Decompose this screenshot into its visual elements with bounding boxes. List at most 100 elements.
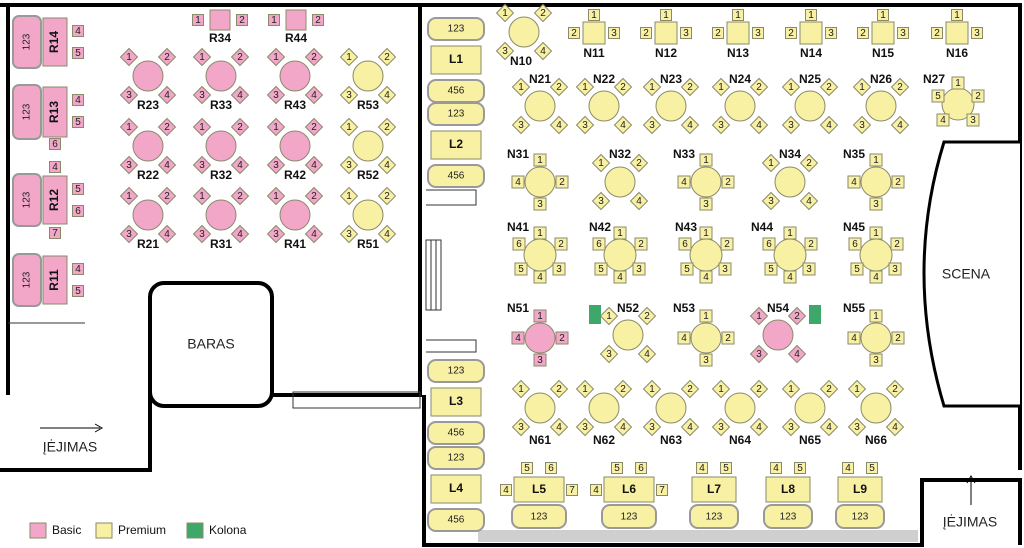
table-r43-chair-1[interactable]: 1: [266, 47, 286, 67]
table-n43-chair-1[interactable]: 1: [699, 226, 713, 240]
table-n51-chair-3[interactable]: 3: [533, 353, 547, 367]
table-n54-chair-4[interactable]: 4: [787, 344, 807, 364]
table-r43-chair-2[interactable]: 2: [304, 47, 324, 67]
table-r22-chair-2[interactable]: 2: [157, 117, 177, 137]
entrance-left[interactable]: ĮĖJIMAS: [40, 423, 104, 455]
table-n41-chair-6[interactable]: 6: [512, 237, 526, 251]
table-n55-chair-4[interactable]: 4: [847, 331, 861, 345]
booth-r14-chair-4[interactable]: 4: [72, 25, 84, 38]
table-n26-chair-2[interactable]: 2: [890, 77, 910, 97]
booth-l9-chair-5[interactable]: 5: [866, 462, 878, 475]
table-r41-chair-2[interactable]: 2: [304, 186, 324, 206]
table-n64-chair-2[interactable]: 2: [749, 379, 769, 399]
table-r31-chair-3[interactable]: 3: [192, 224, 212, 244]
booth-r12-chair-7[interactable]: 7: [49, 227, 61, 240]
table-n41-chair-2[interactable]: 2: [554, 237, 568, 251]
table-n61-chair-1[interactable]: 1: [511, 379, 531, 399]
table-r32-chair-1[interactable]: 1: [192, 117, 212, 137]
table-n45-chair-5[interactable]: 5: [850, 262, 864, 276]
booth-l5-chair-7[interactable]: 7: [566, 484, 578, 497]
table-n55-chair-3[interactable]: 3: [869, 353, 883, 367]
table-r53-chair-2[interactable]: 2: [377, 47, 397, 67]
table-n25-chair-2[interactable]: 2: [819, 77, 839, 97]
table-n22-chair-2[interactable]: 2: [613, 77, 633, 97]
table-n42-chair-3[interactable]: 3: [632, 262, 646, 276]
table-r23-chair-1[interactable]: 1: [119, 47, 139, 67]
table-n26-chair-3[interactable]: 3: [852, 115, 872, 135]
table-n22-chair-3[interactable]: 3: [575, 115, 595, 135]
table-r32-chair-2[interactable]: 2: [230, 117, 250, 137]
table-r31-chair-1[interactable]: 1: [192, 186, 212, 206]
table-r41-chair-1[interactable]: 1: [266, 186, 286, 206]
table-n31-chair-1[interactable]: 1: [533, 153, 547, 167]
table-n63-chair-1[interactable]: 1: [642, 379, 662, 399]
table-n41-chair-1[interactable]: 1: [533, 226, 547, 240]
table-n43-chair-4[interactable]: 4: [699, 270, 713, 284]
table-n52-chair-4[interactable]: 4: [637, 344, 657, 364]
booth-l7-chair-4[interactable]: 4: [696, 462, 708, 475]
table-n45-chair-6[interactable]: 6: [848, 237, 862, 251]
table-n13-chair-3[interactable]: 3: [752, 27, 764, 40]
table-n15-chair-1[interactable]: 1: [877, 9, 889, 22]
table-n31-chair-4[interactable]: 4: [511, 175, 525, 189]
table-n45-chair-4[interactable]: 4: [869, 270, 883, 284]
table-n11-chair-3[interactable]: 3: [608, 27, 620, 40]
table-n61-chair-3[interactable]: 3: [511, 417, 531, 437]
table-n33-chair-1[interactable]: 1: [699, 153, 713, 167]
table-r41-chair-3[interactable]: 3: [266, 224, 286, 244]
table-n45-chair-2[interactable]: 2: [890, 237, 904, 251]
table-n44-chair-3[interactable]: 3: [802, 262, 816, 276]
table-r33-chair-1[interactable]: 1: [192, 47, 212, 67]
table-r52-chair-2[interactable]: 2: [377, 117, 397, 137]
table-n66-chair-4[interactable]: 4: [885, 417, 905, 437]
booth-l5-chair-4[interactable]: 4: [500, 484, 512, 497]
table-n24-chair-3[interactable]: 3: [711, 115, 731, 135]
table-n62-chair-1[interactable]: 1: [575, 379, 595, 399]
table-n33-chair-3[interactable]: 3: [699, 197, 713, 211]
table-n34-chair-2[interactable]: 2: [799, 153, 819, 173]
table-n33-chair-2[interactable]: 2: [721, 175, 735, 189]
table-n44-chair-4[interactable]: 4: [783, 270, 797, 284]
table-r53-chair-3[interactable]: 3: [339, 85, 359, 105]
table-n65-chair-1[interactable]: 1: [781, 379, 801, 399]
table-n31-chair-3[interactable]: 3: [533, 197, 547, 211]
table-n53-chair-3[interactable]: 3: [699, 353, 713, 367]
table-n52-chair-2[interactable]: 2: [637, 306, 657, 326]
table-n53-chair-4[interactable]: 4: [677, 331, 691, 345]
table-n26-chair-4[interactable]: 4: [890, 115, 910, 135]
table-r32-chair-4[interactable]: 4: [230, 155, 250, 175]
table-n41-chair-4[interactable]: 4: [533, 270, 547, 284]
table-n34-chair-4[interactable]: 4: [799, 191, 819, 211]
table-n66-chair-2[interactable]: 2: [885, 379, 905, 399]
table-n12-chair-2[interactable]: 2: [640, 27, 652, 40]
table-r22-chair-3[interactable]: 3: [119, 155, 139, 175]
table-n61-chair-4[interactable]: 4: [549, 417, 569, 437]
table-r52-chair-4[interactable]: 4: [377, 155, 397, 175]
table-n53-chair-2[interactable]: 2: [721, 331, 735, 345]
table-n32-chair-3[interactable]: 3: [591, 191, 611, 211]
booth-r13-chair-6[interactable]: 6: [49, 138, 61, 151]
table-n32-chair-2[interactable]: 2: [629, 153, 649, 173]
table-n53-chair-1[interactable]: 1: [699, 309, 713, 323]
booth-r11-chair-5[interactable]: 5: [72, 285, 84, 298]
table-n65-chair-4[interactable]: 4: [819, 417, 839, 437]
table-n23-chair-3[interactable]: 3: [642, 115, 662, 135]
table-n62-chair-2[interactable]: 2: [613, 379, 633, 399]
